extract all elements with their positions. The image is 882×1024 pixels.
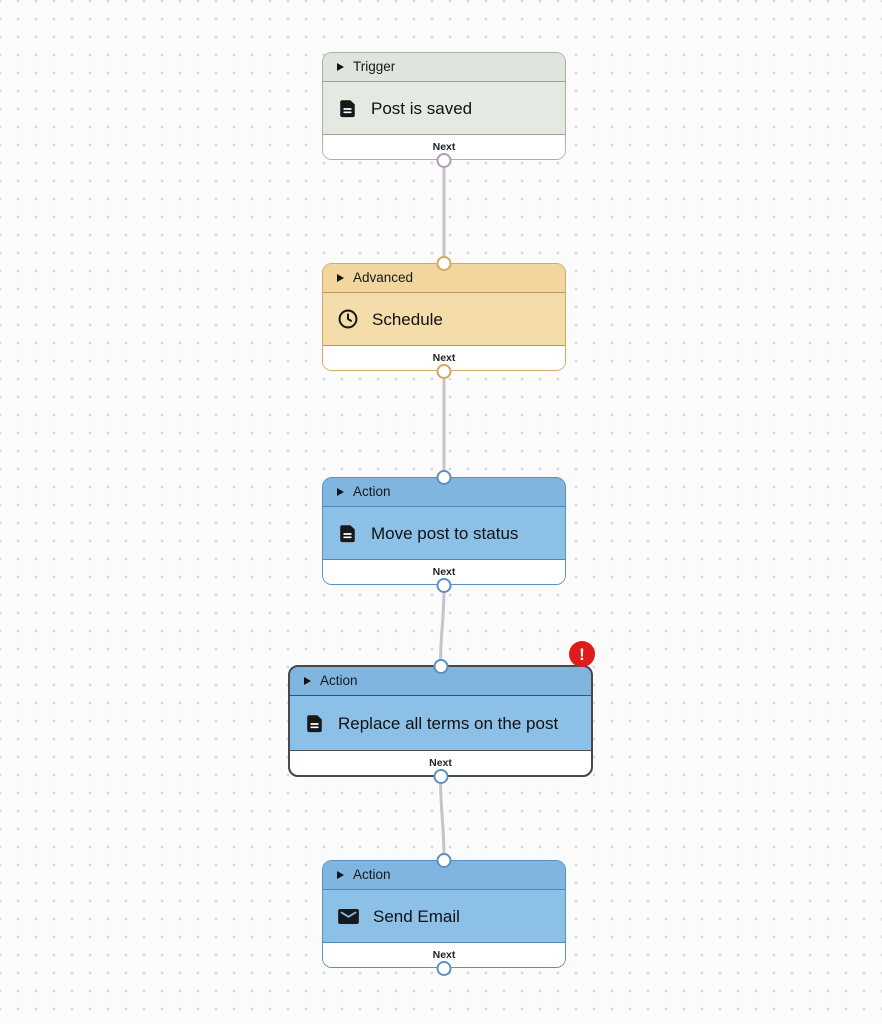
workflow-node-schedule[interactable]: Advanced Schedule Next bbox=[322, 255, 566, 379]
node-title: Post is saved bbox=[371, 98, 473, 118]
file-text-icon bbox=[304, 713, 325, 734]
expand-toggle-icon[interactable] bbox=[337, 871, 344, 879]
node-title: Move post to status bbox=[371, 523, 519, 543]
node-header: Trigger bbox=[323, 53, 565, 82]
node-body: Replace all terms on the post bbox=[290, 696, 591, 750]
next-label: Next bbox=[432, 565, 456, 578]
output-port[interactable] bbox=[436, 960, 452, 976]
node-title: Send Email bbox=[373, 906, 460, 926]
connection-line bbox=[439, 775, 446, 862]
mail-icon bbox=[337, 905, 360, 928]
connection-line bbox=[439, 583, 446, 667]
input-port[interactable] bbox=[436, 255, 452, 271]
node-title: Replace all terms on the post bbox=[338, 713, 559, 733]
output-port[interactable] bbox=[433, 768, 448, 784]
workflow-node-send-email[interactable]: Action Send Email Next bbox=[322, 852, 566, 976]
input-port[interactable] bbox=[436, 469, 452, 485]
output-port[interactable] bbox=[436, 152, 452, 168]
next-label: Next bbox=[432, 140, 456, 153]
clock-icon bbox=[337, 308, 359, 330]
expand-toggle-icon[interactable] bbox=[337, 63, 344, 71]
expand-toggle-icon[interactable] bbox=[337, 274, 344, 282]
node-category-label: Action bbox=[353, 867, 391, 883]
node-category-label: Action bbox=[320, 673, 358, 689]
node-body: Post is saved bbox=[323, 82, 565, 134]
file-text-icon bbox=[337, 523, 358, 544]
next-label: Next bbox=[432, 351, 456, 364]
workflow-node-move-post-to-status[interactable]: Action Move post to status Next bbox=[322, 469, 566, 593]
next-label: Next bbox=[432, 948, 456, 961]
workflow-node-trigger[interactable]: Trigger Post is saved Next bbox=[322, 52, 566, 168]
output-port[interactable] bbox=[436, 363, 452, 379]
node-category-label: Trigger bbox=[353, 59, 396, 75]
node-body: Send Email bbox=[323, 890, 565, 942]
input-port[interactable] bbox=[436, 852, 452, 868]
error-badge[interactable]: ! bbox=[569, 641, 595, 667]
expand-toggle-icon[interactable] bbox=[304, 677, 311, 685]
node-body: Schedule bbox=[323, 293, 565, 345]
input-port[interactable] bbox=[433, 658, 448, 674]
workflow-node-replace-all-terms[interactable]: ! Action Replace all terms on the post N… bbox=[288, 641, 595, 784]
expand-toggle-icon[interactable] bbox=[337, 488, 344, 496]
error-badge-label: ! bbox=[579, 644, 585, 664]
node-title: Schedule bbox=[372, 309, 443, 329]
output-port[interactable] bbox=[436, 577, 452, 593]
node-footer: Next bbox=[290, 750, 591, 775]
node-category-label: Action bbox=[353, 484, 391, 500]
file-text-icon bbox=[337, 98, 358, 119]
node-header: Action bbox=[323, 478, 565, 507]
node-category-label: Advanced bbox=[353, 270, 414, 286]
node-body: Move post to status bbox=[323, 507, 565, 559]
next-label: Next bbox=[429, 756, 452, 769]
